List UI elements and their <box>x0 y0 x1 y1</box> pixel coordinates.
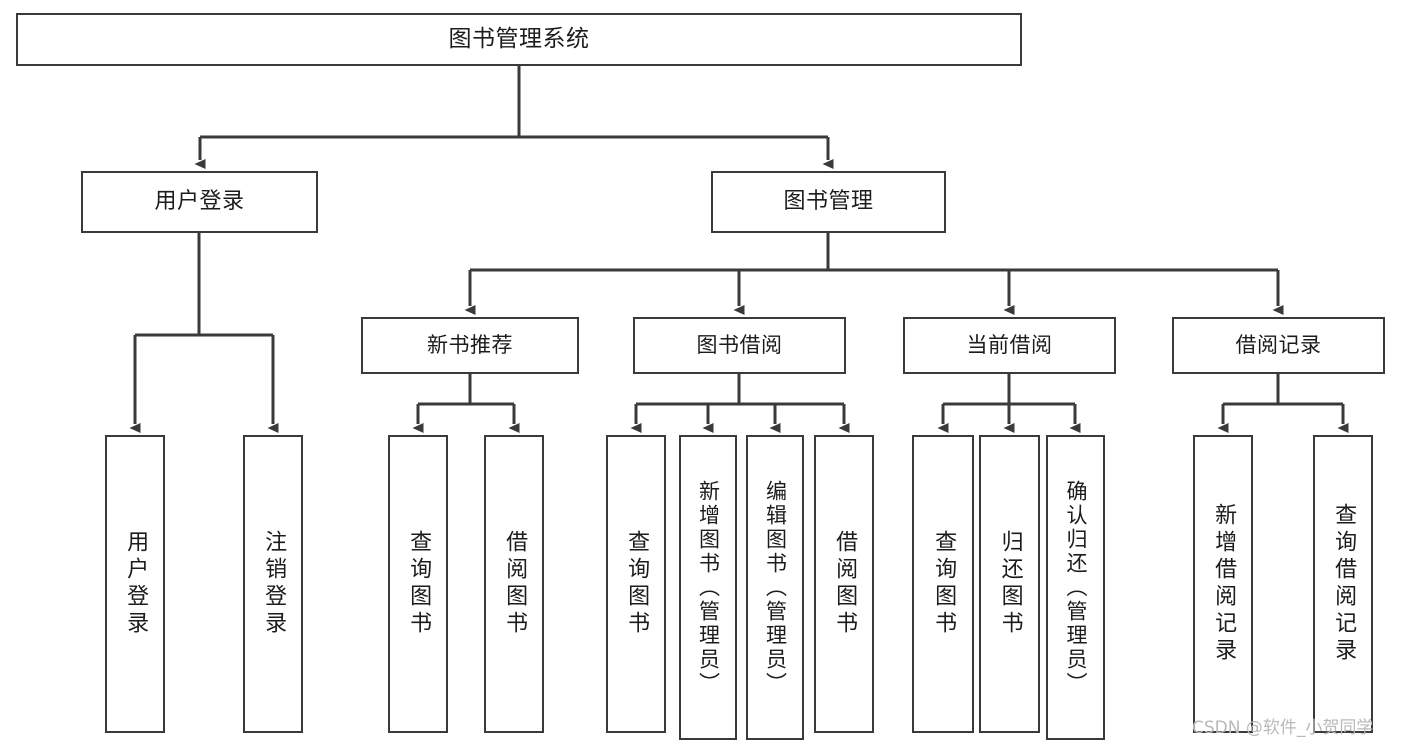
node-leaf-query-book-3[interactable]: 查询图书 <box>912 435 974 733</box>
node-leaf-query-book-2-label: 查询图书 <box>624 530 650 638</box>
node-leaf-edit-book-label: 编辑图书（管理员） <box>763 479 788 696</box>
node-leaf-query-book-3-label: 查询图书 <box>931 530 957 638</box>
node-new-book-recommend-label: 新书推荐 <box>427 333 513 358</box>
edge-group-current-borrow <box>937 374 1081 433</box>
node-leaf-borrow-book-2[interactable]: 借阅图书 <box>814 435 874 733</box>
node-new-book-recommend[interactable]: 新书推荐 <box>361 317 579 374</box>
watermark: CSDN @软件_小贺同学 <box>1192 718 1374 738</box>
node-borrow-record[interactable]: 借阅记录 <box>1172 317 1385 374</box>
node-user-login-label: 用户登录 <box>154 189 245 215</box>
node-root-label: 图书管理系统 <box>448 25 590 52</box>
node-leaf-query-record[interactable]: 查询借阅记录 <box>1313 435 1373 733</box>
edge-group-book-manage <box>464 233 1284 315</box>
node-leaf-query-book-2[interactable]: 查询图书 <box>606 435 666 733</box>
edge-group-user-login <box>129 233 279 433</box>
node-book-manage[interactable]: 图书管理 <box>711 171 946 233</box>
edge-group-book-borrow <box>630 374 850 433</box>
node-book-borrow-label: 图书借阅 <box>696 333 783 358</box>
node-user-login[interactable]: 用户登录 <box>81 171 318 233</box>
node-leaf-edit-book[interactable]: 编辑图书（管理员） <box>746 435 804 740</box>
node-borrow-record-label: 借阅记录 <box>1235 333 1322 358</box>
node-leaf-add-book-label: 新增图书（管理员） <box>696 479 721 696</box>
node-current-borrow[interactable]: 当前借阅 <box>903 317 1116 374</box>
node-root[interactable]: 图书管理系统 <box>16 13 1022 66</box>
node-leaf-user-login[interactable]: 用户登录 <box>105 435 165 733</box>
node-current-borrow-label: 当前借阅 <box>966 333 1053 358</box>
node-leaf-add-record[interactable]: 新增借阅记录 <box>1193 435 1253 733</box>
node-leaf-query-record-label: 查询借阅记录 <box>1331 503 1357 665</box>
node-leaf-return-book[interactable]: 归还图书 <box>979 435 1040 733</box>
node-leaf-add-record-label: 新增借阅记录 <box>1211 503 1237 665</box>
node-leaf-confirm-return[interactable]: 确认归还（管理员） <box>1046 435 1105 740</box>
node-leaf-user-logout[interactable]: 注销登录 <box>243 435 303 733</box>
node-book-manage-label: 图书管理 <box>783 189 874 215</box>
edge-group-new-book-recommend <box>412 374 520 433</box>
node-leaf-user-logout-label: 注销登录 <box>261 530 287 638</box>
node-leaf-query-book-1-label: 查询图书 <box>406 530 432 638</box>
node-leaf-add-book[interactable]: 新增图书（管理员） <box>679 435 737 740</box>
node-leaf-borrow-book-1-label: 借阅图书 <box>502 530 528 638</box>
edge-group-borrow-record <box>1217 374 1349 433</box>
node-leaf-borrow-book-2-label: 借阅图书 <box>832 530 858 638</box>
node-leaf-return-book-label: 归还图书 <box>997 530 1023 638</box>
node-leaf-confirm-return-label: 确认归还（管理员） <box>1064 479 1089 696</box>
node-leaf-borrow-book-1[interactable]: 借阅图书 <box>484 435 544 733</box>
edge-group-root <box>194 66 834 169</box>
node-leaf-query-book-1[interactable]: 查询图书 <box>388 435 448 733</box>
node-leaf-user-login-label: 用户登录 <box>123 530 149 638</box>
node-book-borrow[interactable]: 图书借阅 <box>633 317 846 374</box>
